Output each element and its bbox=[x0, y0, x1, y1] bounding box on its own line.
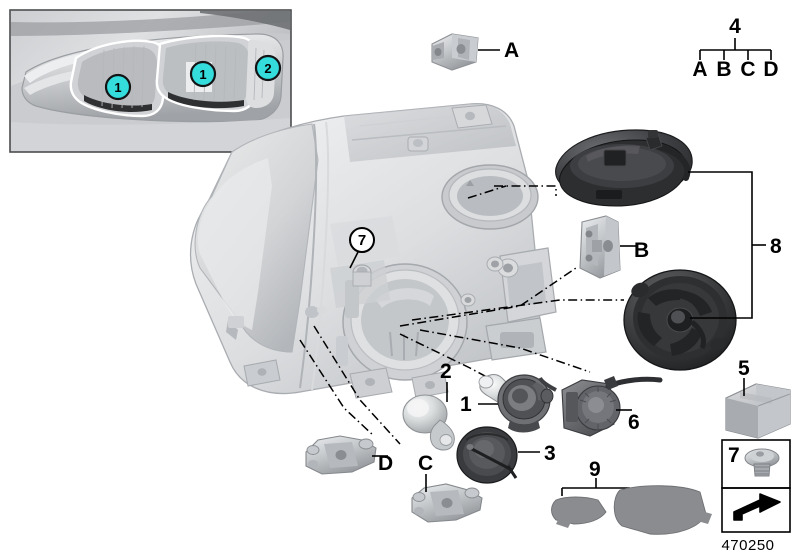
part-8-round-cover bbox=[623, 269, 737, 371]
inset-badge-2-label: 2 bbox=[264, 61, 271, 76]
part-8-oval-cover bbox=[555, 129, 693, 207]
legend-bracket-4: 4 A B C D bbox=[692, 15, 778, 81]
housing-lens-clip bbox=[228, 316, 244, 328]
housing-hole-left-inner bbox=[317, 306, 327, 314]
projector-shade-right bbox=[168, 92, 244, 109]
inset-badge-1b-label: 1 bbox=[199, 67, 206, 82]
boxed-item-hook-tool bbox=[721, 487, 791, 533]
part-5-label: 5 bbox=[738, 357, 750, 380]
housing-seam-highlight bbox=[311, 121, 330, 391]
leader-to-cap-3 bbox=[313, 325, 401, 445]
part-b-bracket: B bbox=[579, 215, 649, 279]
legend-bracket-number: 4 bbox=[729, 15, 741, 38]
leader-to-bracket-d bbox=[299, 339, 375, 437]
part-9-label: 9 bbox=[589, 458, 601, 481]
boxed-item-7-label: 7 bbox=[728, 444, 740, 467]
part-5-box: 5 bbox=[725, 357, 791, 439]
leader-oval-cover-2 bbox=[467, 185, 507, 199]
headlight-housing-assembly bbox=[189, 103, 557, 399]
bulb-opening-notch bbox=[466, 180, 474, 186]
diagram-id: 470250 bbox=[721, 537, 774, 554]
housing-ballast-block bbox=[497, 247, 557, 323]
part-d-label: D bbox=[378, 452, 393, 475]
housing-hole-left bbox=[305, 306, 319, 318]
housing-screw-boss-7 bbox=[352, 264, 372, 287]
gasket-large-tab bbox=[694, 510, 712, 524]
part-3-label: 3 bbox=[544, 442, 556, 465]
circled-callout-7-label: 7 bbox=[358, 232, 366, 249]
part-1-bulb-holder: 1 bbox=[460, 374, 554, 433]
part-8-label: 8 bbox=[770, 235, 782, 258]
part-2-bulb: 2 bbox=[402, 360, 455, 451]
circled-callout-7: 7 bbox=[349, 227, 375, 269]
hood-shut-line bbox=[11, 11, 290, 36]
part-d-bracket: D bbox=[305, 435, 393, 475]
gasket-large bbox=[613, 485, 707, 535]
part-c-label: C bbox=[418, 452, 433, 475]
gasket-small bbox=[551, 496, 607, 525]
housing-lens-highlight bbox=[197, 158, 272, 330]
inset-badge-1b: 1 bbox=[189, 60, 217, 88]
trim-bar-upper bbox=[24, 54, 80, 83]
bracket-8-group: 8 bbox=[688, 171, 782, 319]
bumper-lower bbox=[11, 118, 290, 151]
boxed-item-7: 7 bbox=[721, 439, 791, 489]
part-b-label: B bbox=[634, 239, 649, 262]
legend-letter-c: C bbox=[740, 58, 755, 81]
hook-tool-glyph bbox=[733, 493, 781, 521]
part-6-label: 6 bbox=[628, 411, 640, 434]
part-6-actuator: 6 bbox=[538, 376, 663, 437]
housing-lower-feet bbox=[349, 367, 449, 399]
housing-top-mount-lug bbox=[451, 104, 493, 129]
trim-bar-lower bbox=[24, 70, 80, 95]
legend-letter-d: D bbox=[763, 58, 778, 81]
housing-connector-socket bbox=[485, 317, 547, 361]
housing-upper-bulb-opening bbox=[441, 164, 539, 230]
leader-to-oval-cover bbox=[494, 185, 557, 196]
part-3-cap: 3 bbox=[456, 426, 556, 484]
leader-to-bracket-b bbox=[399, 267, 577, 327]
inset-badge-1a-label: 1 bbox=[114, 80, 121, 95]
part-9-gaskets: 9 bbox=[551, 458, 712, 535]
round-cover-vanes bbox=[637, 289, 712, 356]
inset-badge-2: 2 bbox=[254, 54, 282, 82]
part-2-label: 2 bbox=[440, 360, 452, 383]
housing-lower-tab bbox=[336, 336, 348, 366]
inset-photo-content bbox=[11, 11, 290, 151]
part-a-label: A bbox=[504, 39, 519, 62]
inset-badge-1a: 1 bbox=[104, 73, 132, 101]
part-a-bracket: A bbox=[431, 33, 519, 71]
housing-adjusters bbox=[460, 256, 504, 307]
housing-top-boss bbox=[407, 136, 429, 152]
projector-shade-left bbox=[84, 95, 152, 112]
legend-letter-a: A bbox=[692, 58, 707, 81]
part-c-bracket: C bbox=[411, 452, 483, 523]
housing-bracket-tab bbox=[345, 280, 359, 318]
gasket-small-tab bbox=[556, 516, 572, 528]
housing-left-foot bbox=[243, 359, 281, 387]
windshield-edge bbox=[200, 11, 290, 30]
part-1-label: 1 bbox=[460, 393, 472, 416]
housing-rib-1 bbox=[351, 125, 507, 141]
inset-photo-group: 1 1 2 bbox=[9, 9, 292, 153]
housing-seam bbox=[299, 123, 318, 389]
legend-letter-b: B bbox=[716, 58, 731, 81]
